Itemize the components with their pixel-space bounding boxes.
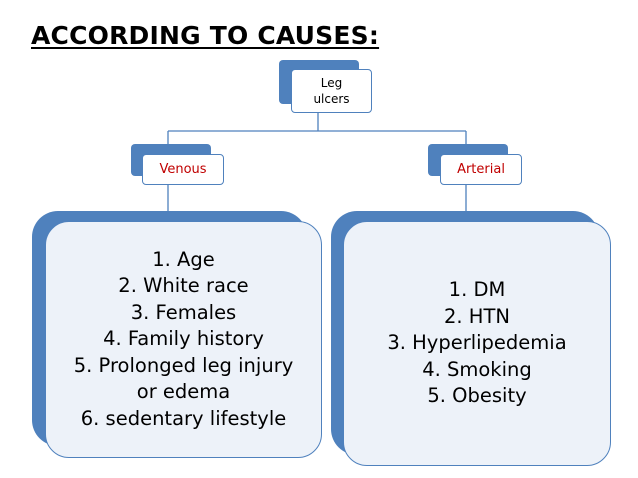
list-item: 3. Hyperlipedemia: [387, 331, 567, 355]
list-item: 2. HTN: [444, 304, 510, 328]
arterial-node-label: Arterial: [457, 162, 505, 177]
root-node-label: Leg ulcers: [313, 76, 350, 106]
venous-causes-list: 1. Age 2. White race 3. Females 4. Famil…: [74, 247, 294, 433]
list-item: 1. DM: [448, 278, 506, 302]
root-node-leg-ulcers: Leg ulcers: [291, 69, 372, 113]
list-item: 5. Prolonged leg injury: [73, 353, 294, 377]
list-item: 4. Smoking: [422, 357, 532, 381]
arterial-node: Arterial: [440, 154, 522, 185]
slide-title: ACCORDING TO CAUSES:: [31, 21, 380, 50]
arterial-causes-list: 1. DM 2. HTN 3. Hyperlipedemia 4. Smokin…: [387, 277, 566, 410]
list-item: 1. Age: [152, 247, 215, 271]
list-item: 3. Females: [130, 300, 237, 324]
list-item: 5. Obesity: [427, 384, 527, 408]
list-item: 2. White race: [118, 274, 249, 298]
list-item: 4. Family history: [103, 327, 264, 351]
list-item: 6. sedentary lifestyle: [80, 406, 287, 430]
venous-node: Venous: [142, 154, 224, 185]
arterial-causes-panel: 1. DM 2. HTN 3. Hyperlipedemia 4. Smokin…: [343, 221, 611, 466]
venous-node-label: Venous: [159, 162, 207, 177]
list-item: or edema: [136, 380, 231, 404]
venous-causes-panel: 1. Age 2. White race 3. Females 4. Famil…: [45, 221, 322, 458]
